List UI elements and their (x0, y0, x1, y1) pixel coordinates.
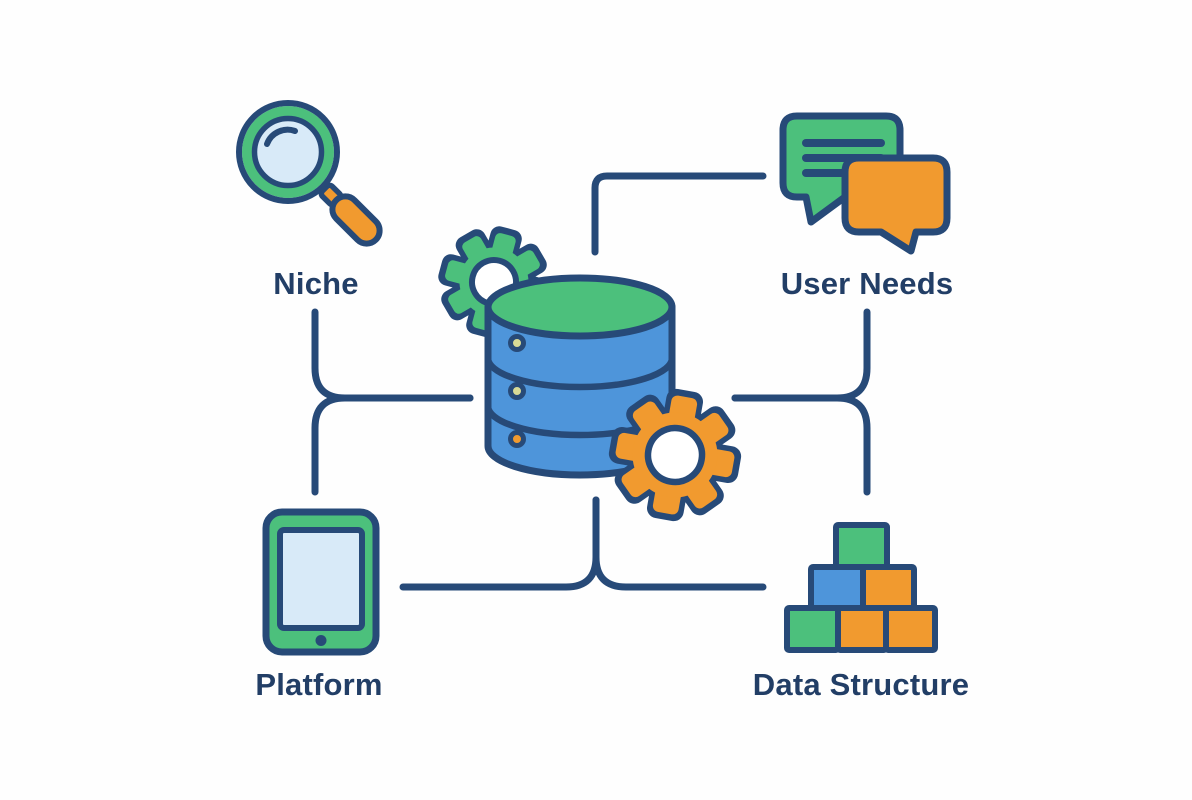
database-dot (508, 334, 526, 352)
connector-bottom-left (399, 496, 600, 591)
database-separator (484, 357, 676, 391)
connector-left-up (311, 308, 474, 402)
connector-left-down (311, 394, 474, 496)
magnifier-highlight (264, 126, 298, 147)
database-top (484, 274, 676, 340)
connector-lines (311, 172, 871, 591)
connector-bottom-right (592, 496, 767, 591)
magnifier-ring-outer-edge (236, 100, 340, 204)
label-data-structure: Data Structure (752, 667, 970, 702)
chat-bubble-orange (841, 154, 951, 255)
magnifier-ring (242, 106, 334, 198)
label-niche: Niche (273, 266, 359, 301)
database-dot (508, 382, 526, 400)
chat-bubbles-icon (779, 112, 951, 255)
tablet-screen (277, 527, 365, 631)
block-green (833, 522, 890, 570)
magnifier-handle (329, 193, 383, 247)
block-orange (835, 605, 889, 653)
tablet-home-button (315, 635, 327, 646)
magnifier-ring-inner-edge (251, 115, 325, 189)
connector-right-down (731, 394, 871, 496)
block-orange (883, 605, 938, 653)
block-blue (808, 564, 866, 611)
gear-icon-orange (608, 388, 742, 522)
magnifier-icon (236, 100, 383, 247)
label-user-needs: User Needs (780, 266, 954, 301)
connector-top-right (591, 172, 767, 256)
connector-right-up (731, 308, 871, 402)
tablet-icon (262, 508, 380, 656)
database-dot (508, 430, 526, 448)
blocks-pyramid-icon (784, 522, 938, 653)
block-green (784, 605, 841, 653)
block-orange (860, 564, 917, 611)
label-platform: Platform (255, 667, 383, 702)
